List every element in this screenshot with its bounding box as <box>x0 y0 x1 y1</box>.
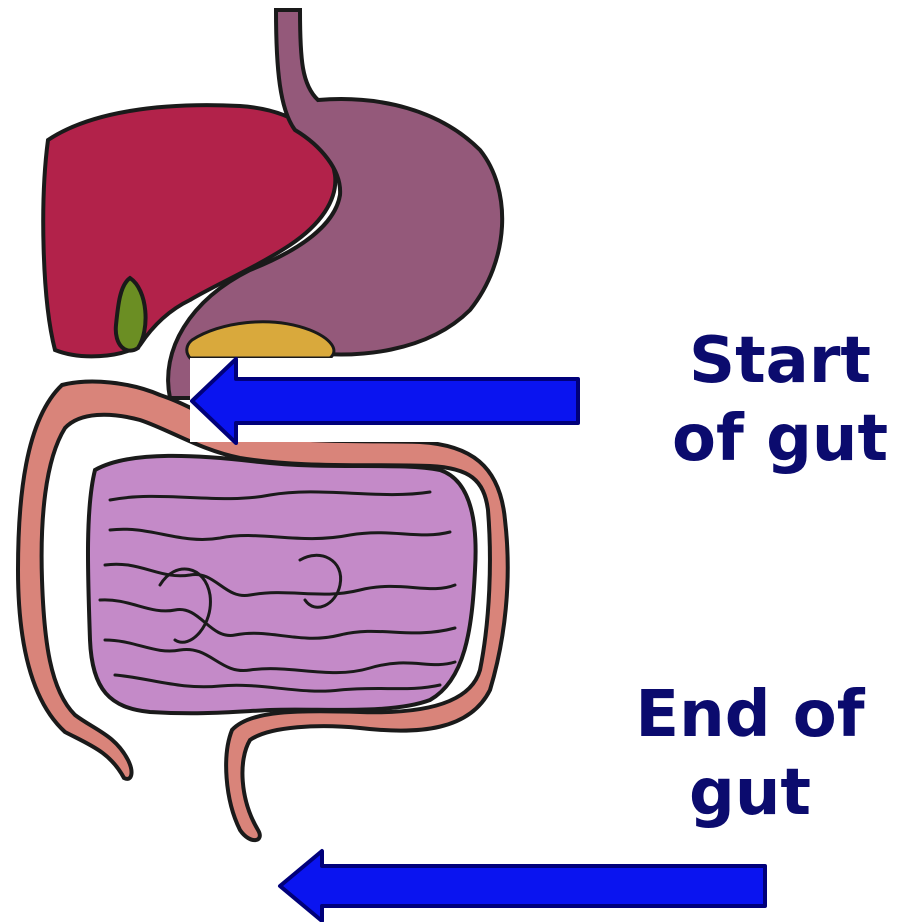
start-label-line2: of gut <box>650 400 910 478</box>
start-label-line1: Start <box>650 322 910 400</box>
end-label-line1: End of <box>600 676 900 754</box>
start-of-gut-label: Start of gut <box>650 322 910 478</box>
end-arrow <box>280 851 765 921</box>
gallbladder <box>116 278 146 351</box>
end-of-gut-label: End of gut <box>600 676 900 832</box>
end-label-line2: gut <box>600 754 900 832</box>
